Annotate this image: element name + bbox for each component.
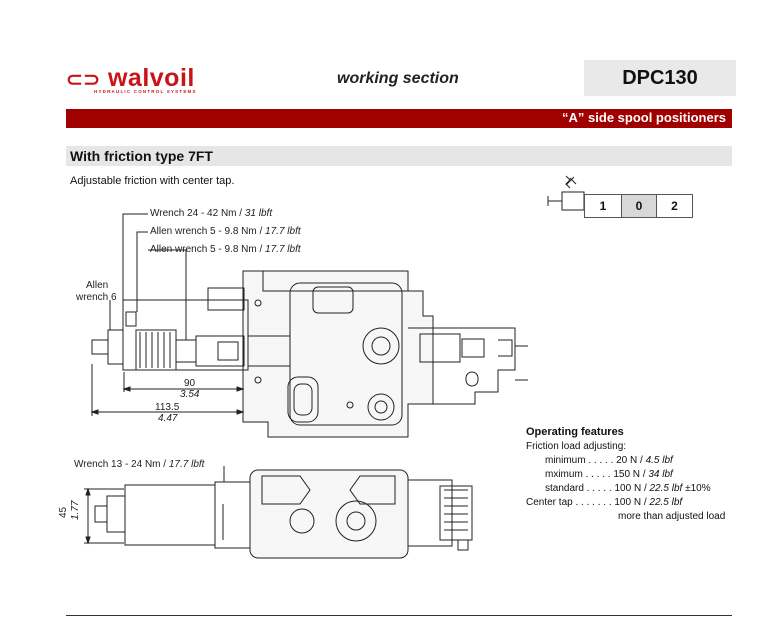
brand-mark-icon: ⊂⊃ [66, 69, 101, 91]
section-title: working section [337, 70, 459, 87]
allen-wrench-5-label-1: Allen wrench 5 - 9.8 Nm / 17.7 lbft [150, 226, 301, 237]
wrench-13-label: Wrench 13 - 24 Nm / 17.7 lbft [74, 459, 205, 470]
feature-minimum: minimum . . . . . 20 N / 4.5 lbf [545, 455, 673, 466]
allen-wrench-6-label-line1: Allen [86, 280, 109, 291]
subsection-title: With friction type 7FT [70, 148, 213, 164]
bottom-view-drawing [84, 466, 473, 559]
product-code-box: DPC130 [584, 60, 736, 96]
brand-tagline: HYDRAULIC CONTROL SYSTEMS [94, 89, 197, 94]
subsection-description: Adjustable friction with center tap. [70, 175, 235, 187]
feature-center-note: more than adjusted load [618, 511, 726, 522]
banner: “A” side spool positioners [66, 109, 732, 128]
dim-90-mm: 90 [184, 378, 196, 389]
features-subtitle: Friction load adjusting: [526, 441, 627, 452]
brand-logo: ⊂⊃ walvoil [66, 64, 195, 93]
allen-wrench-5-label-2: Allen wrench 5 - 9.8 Nm / 17.7 lbft [150, 244, 301, 255]
position-2: 2 [656, 194, 693, 218]
wrench-24-label: Wrench 24 - 42 Nm / 31 lbft [150, 208, 273, 219]
top-view-drawing [90, 213, 528, 438]
subsection-bar: With friction type 7FT [66, 146, 732, 166]
spool-symbol-icon [547, 175, 585, 211]
position-0: 0 [621, 194, 657, 218]
features-title: Operating features [526, 426, 624, 438]
feature-center-tap: Center tap . . . . . . . 100 N / 22.5 lb… [526, 497, 683, 508]
feature-maximum: mximum . . . . . 150 N / 34 lbf [545, 469, 673, 480]
allen-wrench-6-label-line2: wrench 6 [76, 292, 117, 303]
dim-45-in: 1.77 [70, 500, 81, 520]
product-code: DPC130 [622, 67, 698, 89]
feature-standard: standard . . . . . 100 N / 22.5 lbf ±10% [545, 483, 711, 494]
dim-90-in: 3.54 [180, 389, 200, 400]
position-1: 1 [584, 194, 622, 218]
banner-title: “A” side spool positioners [562, 110, 726, 125]
dim-113-in: 4.47 [158, 413, 178, 424]
footer-rule [66, 615, 732, 616]
dim-113-mm: 113.5 [155, 402, 180, 413]
brand-name: walvoil [107, 64, 195, 92]
dim-45-mm: 45 [58, 506, 69, 518]
